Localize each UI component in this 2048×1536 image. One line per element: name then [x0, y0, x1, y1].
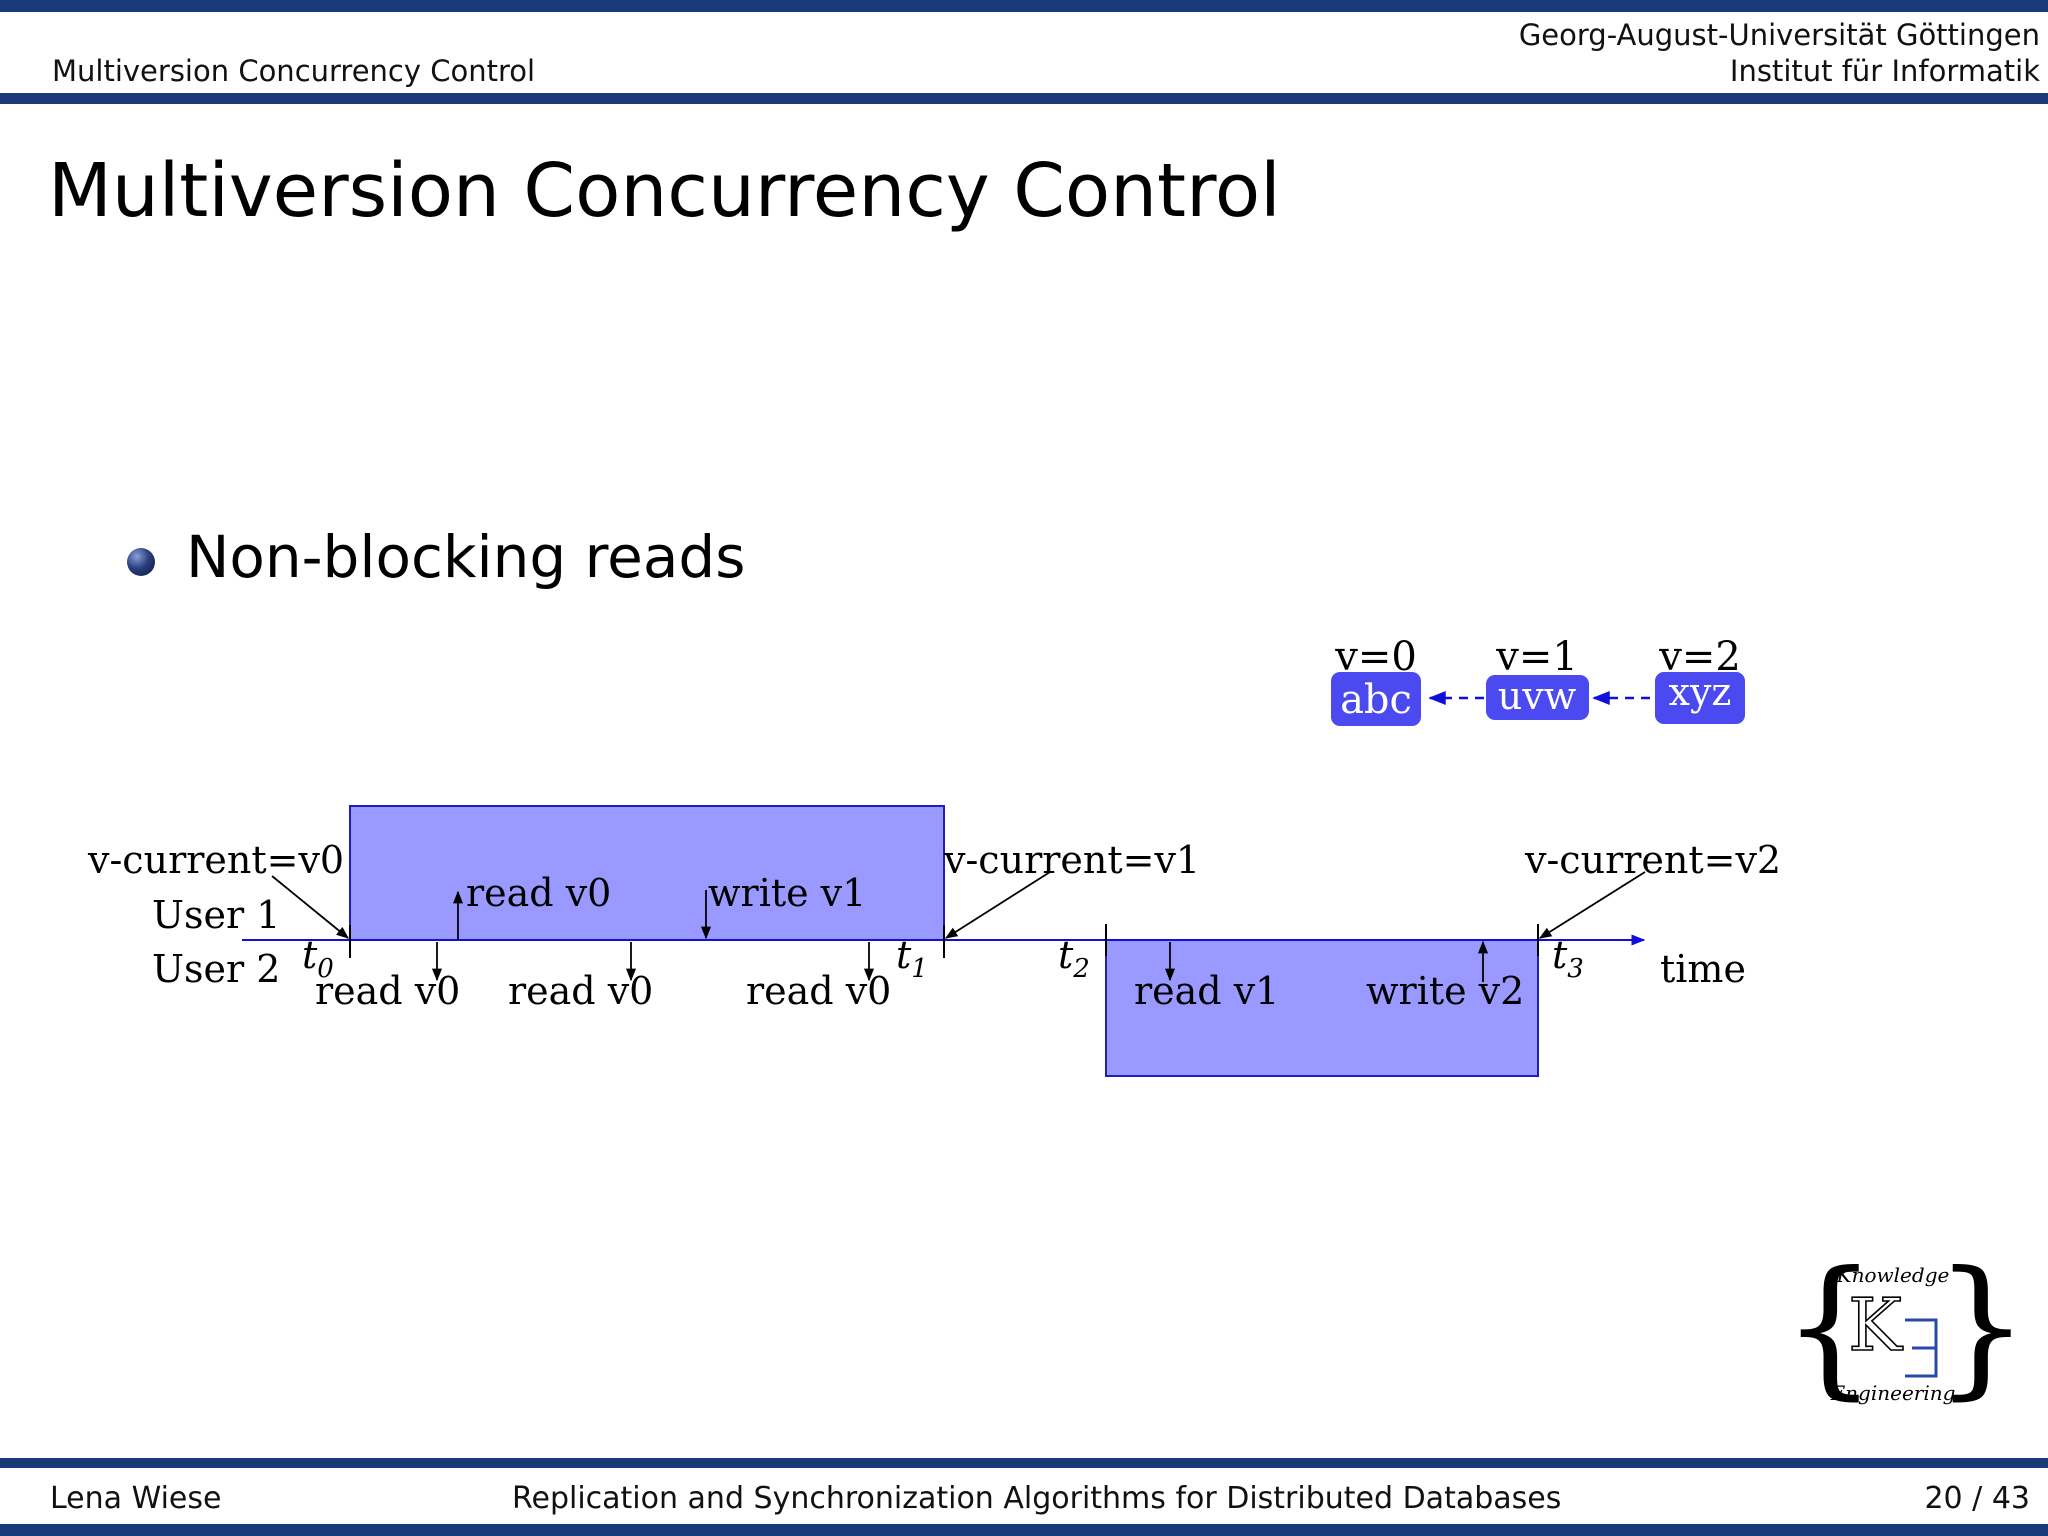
version-value-1: uvw	[1498, 674, 1577, 718]
user2-op-read-1: read v0	[508, 969, 653, 1013]
user2-label: User 2	[152, 947, 280, 991]
header-section: Multiversion Concurrency Control	[52, 54, 536, 88]
slide-title: Multiversion Concurrency Control	[48, 148, 1281, 234]
v-current-label-2: v-current=v2	[1524, 838, 1781, 882]
v-current-pointer-1	[944, 871, 1051, 939]
footer-talk-title: Replication and Synchronization Algorith…	[512, 1481, 1562, 1516]
header-university: Georg-August-Universität Göttingen	[1518, 18, 2040, 52]
v-current-label-1: v-current=v1	[943, 838, 1200, 882]
time-label-t0: t0	[302, 933, 334, 984]
logo-letter: K	[1848, 1283, 1903, 1367]
version-chain: v=0 v=1 v=2 abc uvw xyz	[1331, 634, 1745, 726]
user2-transaction-block	[1105, 939, 1539, 1077]
version-box-2	[1655, 672, 1745, 724]
v-current-pointer-0	[271, 875, 349, 939]
time-label-t2: t2	[1058, 933, 1090, 984]
user2-op-read-v1: read v1	[1134, 969, 1279, 1013]
version-value-2: xyz	[1669, 670, 1732, 714]
footer-author: Lena Wiese	[50, 1481, 222, 1516]
header-bottom-bar	[0, 93, 2048, 104]
user1-op-read: read v0	[466, 871, 611, 915]
user2-op-read-2: read v0	[746, 969, 891, 1013]
time-label-t3: t3	[1552, 933, 1584, 984]
time-axis-label: time	[1660, 947, 1746, 991]
footer-page-number: 20 / 43	[1924, 1481, 2030, 1516]
footer-top-bar	[0, 1458, 2048, 1468]
v-current-pointer-2	[1538, 871, 1646, 939]
version-label-1: v=1	[1495, 634, 1578, 680]
version-box-0	[1331, 672, 1421, 726]
v-current-label-0: v-current=v0	[87, 838, 344, 882]
bullet-icon	[127, 548, 155, 576]
user1-label: User 1	[152, 893, 280, 937]
logo-top-word: Knowledge	[1836, 1263, 1950, 1287]
user2-op-write-v2: write v2	[1366, 969, 1524, 1013]
version-box-1	[1486, 675, 1589, 720]
user1-op-write: write v1	[708, 871, 866, 915]
logo-right-brace: }	[1934, 1240, 2029, 1414]
footer-bottom-bar	[0, 1524, 2048, 1536]
knowledge-engineering-logo: { } Knowledge K Engineering	[1782, 1240, 2029, 1414]
logo-left-brace: {	[1782, 1240, 1877, 1414]
header-top-bar	[0, 0, 2048, 12]
time-label-t1: t1	[896, 933, 928, 984]
user2-op-read-0: read v0	[315, 969, 460, 1013]
user1-transaction-block	[349, 805, 945, 941]
version-value-0: abc	[1340, 677, 1412, 723]
logo-bottom-word: Engineering	[1830, 1381, 1956, 1405]
header-institute: Institut für Informatik	[1729, 54, 2040, 88]
bullet-text: Non-blocking reads	[186, 523, 746, 591]
logo-exists-icon	[1905, 1318, 1938, 1378]
